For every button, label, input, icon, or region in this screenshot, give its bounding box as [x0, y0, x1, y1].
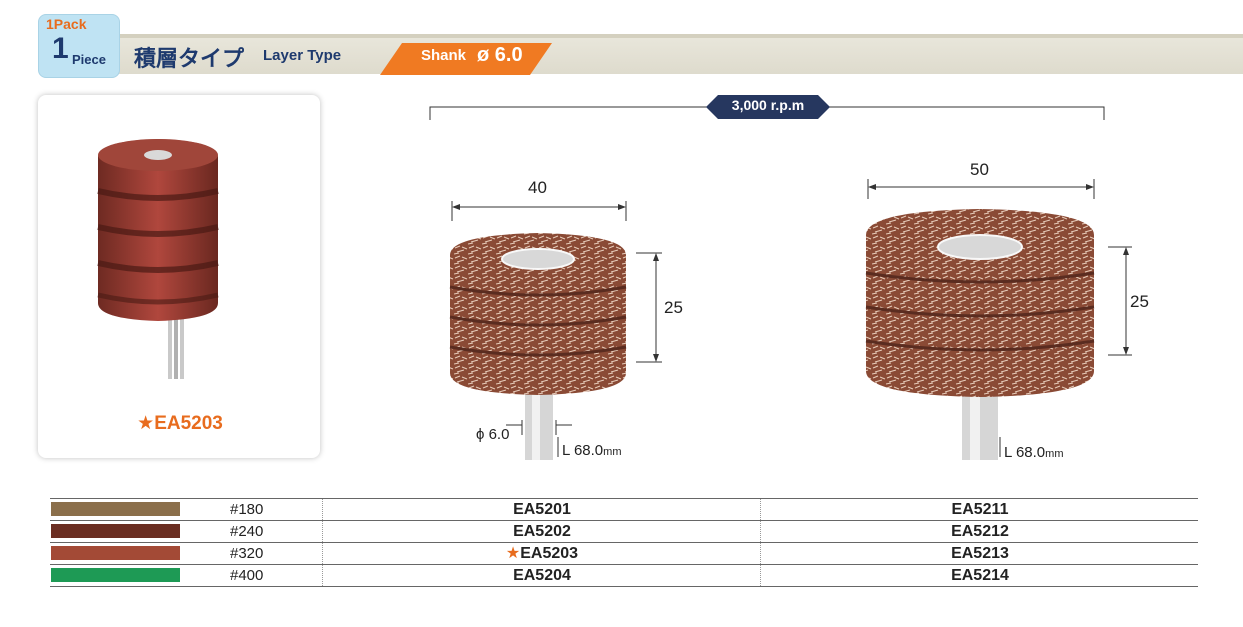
- table-row: #400 EA5204 EA5214: [50, 565, 1198, 587]
- table-row: #180 EA5201 EA5211: [50, 498, 1198, 521]
- length-unit: mm: [603, 446, 622, 458]
- table-row: #240 EA5202 EA5212: [50, 521, 1198, 543]
- star-icon: ★: [505, 545, 521, 562]
- small-shank-diameter: ϕ 6.0: [476, 426, 510, 443]
- code-50mm: EA5212: [760, 521, 1199, 542]
- featured-product-code: ★EA5203: [0, 412, 360, 435]
- table-row: #320 ★EA5203 EA5213: [50, 543, 1198, 565]
- pack-unit: Piece: [72, 52, 106, 67]
- code-50mm: EA5214: [760, 565, 1199, 586]
- code-text: EA5202: [513, 523, 571, 540]
- code-text: EA5201: [513, 501, 571, 518]
- featured-code-text: EA5203: [154, 413, 223, 434]
- grit-color-swatch: [51, 502, 180, 516]
- length-prefix: L: [562, 442, 574, 459]
- page-title-en: Layer Type: [263, 47, 342, 64]
- length-prefix: L: [1004, 444, 1016, 461]
- grit-value: #240: [230, 523, 264, 540]
- grit-color-swatch: [51, 524, 180, 538]
- rpm-bracket: [429, 95, 1105, 120]
- large-wheel-height: 25: [1130, 292, 1149, 311]
- small-shank-length: L 68.0mm: [562, 442, 621, 459]
- length-value: 68.0: [1015, 444, 1046, 461]
- length-value: 68.0: [573, 442, 604, 459]
- grit-value: #400: [230, 567, 264, 584]
- pack-label: 1Pack: [46, 16, 87, 32]
- shank-label: Shank: [421, 47, 467, 64]
- grit-color-swatch: [51, 568, 180, 582]
- shank-banner: [380, 43, 552, 75]
- large-wheel-width: 50: [970, 160, 989, 179]
- code-40mm: ★EA5203: [322, 543, 761, 564]
- diameter-symbol: ø: [477, 44, 490, 66]
- code-50mm: EA5213: [760, 543, 1199, 564]
- small-wheel-width: 40: [528, 178, 547, 197]
- code-50mm: EA5211: [760, 499, 1199, 520]
- shank-diameter: 6.0: [494, 44, 523, 66]
- header-divider: [112, 34, 1243, 38]
- code-40mm: EA5204: [322, 565, 761, 586]
- small-wheel-height: 25: [664, 298, 683, 317]
- grit-value: #320: [230, 545, 264, 562]
- code-text: EA5204: [513, 567, 571, 584]
- shank-value: ø 6.0: [477, 44, 523, 67]
- code-40mm: EA5201: [322, 499, 761, 520]
- grit-value: #180: [230, 501, 264, 518]
- length-unit: mm: [1045, 448, 1064, 460]
- product-photo: [97, 139, 219, 379]
- code-text: EA5203: [520, 545, 579, 562]
- grit-color-swatch: [51, 546, 180, 560]
- code-40mm: EA5202: [322, 521, 761, 542]
- product-table: #180 EA5201 EA5211 #240 EA5202 EA5212 #3…: [50, 498, 1198, 587]
- rpm-label: 3,000 r.p.m: [731, 97, 805, 113]
- page-title-jp: 積層タイプ: [134, 47, 245, 72]
- small-wheel-diagram: [449, 201, 662, 460]
- pack-quantity: 1: [52, 32, 69, 65]
- large-wheel-diagram: [865, 179, 1132, 460]
- star-icon: ★: [137, 413, 155, 434]
- large-shank-length: L 68.0mm: [1004, 444, 1063, 461]
- pack-badge: [38, 14, 120, 78]
- header-bar: [112, 34, 1243, 74]
